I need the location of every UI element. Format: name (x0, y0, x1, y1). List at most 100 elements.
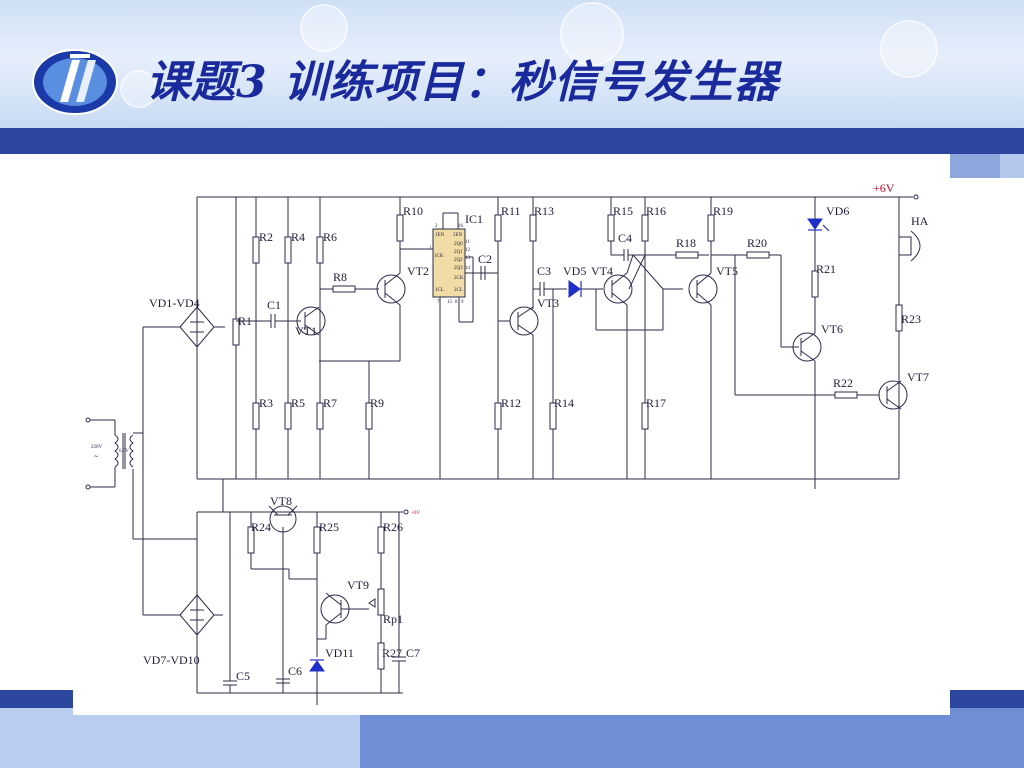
resistor-r27 (377, 642, 385, 670)
header-decor-circle (560, 2, 624, 66)
ic-pin: 16 (458, 224, 464, 229)
label-vd11: VD11 (325, 646, 354, 660)
transistor-vt6 (792, 332, 822, 362)
label-r20: R20 (747, 236, 767, 250)
transistor-vt7 (878, 380, 908, 410)
ic-pin: 1 (429, 246, 432, 251)
label-r15: R15 (613, 204, 633, 218)
vt4-emitter (611, 292, 628, 306)
ic-pin: 1EN (435, 233, 445, 238)
resistor-r23 (895, 304, 903, 332)
schematic-panel: +6V R1 R2 R3 C1 R4 R5 VT1 R6 R7 R8 VT2 R… (73, 157, 950, 715)
transistor-vt5 (688, 274, 718, 304)
label-r21: R21 (816, 262, 836, 276)
ic-pin: 2Q2 (454, 258, 463, 263)
label-ha: HA (911, 214, 929, 228)
diode-vd5 (568, 280, 581, 298)
vt4-collector (611, 272, 628, 286)
label-vt3: VT3 (537, 296, 559, 310)
label-r2: R2 (259, 230, 273, 244)
ic-pin: 13 (465, 256, 471, 261)
label-c2: C2 (478, 252, 492, 266)
label-ac-in: 220V (91, 445, 103, 450)
buzzer-horn (910, 230, 921, 262)
label-r23: R23 (901, 312, 921, 326)
transistor-vt3 (509, 306, 539, 336)
ic-pin: 1CK (434, 254, 444, 259)
ic-pin: 12 (465, 248, 471, 253)
ic-pin: 2EN (453, 233, 463, 238)
transformer-primary (114, 434, 119, 468)
resistor-r4 (284, 236, 292, 264)
label-vd6: VD6 (826, 204, 849, 218)
header-band-tab-light (1000, 154, 1024, 178)
ic-pin: 15 (447, 300, 453, 305)
ic-pin: 2Q0 (454, 242, 463, 247)
ic-pin: 2CK (454, 276, 464, 281)
label-r3: R3 (259, 396, 273, 410)
transistor-vt2 (376, 274, 406, 304)
label-r8: R8 (333, 270, 347, 284)
resistor-r24 (247, 526, 255, 554)
label-vt5: VT5 (716, 264, 738, 278)
label-vt6: VT6 (821, 322, 843, 336)
label-ac-sym: ~ (94, 452, 99, 461)
resistor-r10 (396, 214, 404, 242)
ic-pin: 2Q3 (454, 266, 463, 271)
label-r11: R11 (501, 204, 521, 218)
diode-vd6 (807, 218, 823, 230)
resistor-r6 (316, 236, 324, 264)
logo-icon (32, 49, 118, 115)
vt9-emitter (325, 612, 342, 626)
label-ac-out: 6.5V (119, 449, 129, 454)
supply-terminal (913, 194, 919, 200)
label-c3: C3 (537, 264, 551, 278)
circuit-schematic: +6V R1 R2 R3 C1 R4 R5 VT1 R6 R7 R8 VT2 R… (85, 181, 929, 705)
resistor-r16 (641, 214, 649, 242)
header-decor-circle (120, 70, 158, 108)
resistor-r13 (529, 214, 537, 242)
vt3-collector (517, 306, 534, 318)
label-r17: R17 (646, 396, 666, 410)
label-c7: C7 (406, 646, 420, 660)
ic-pin: 2Q1 (454, 250, 463, 255)
header-band (0, 128, 1024, 154)
vt2-collector (384, 272, 401, 286)
label-vt8: VT8 (270, 494, 292, 508)
label-r10: R10 (403, 204, 423, 218)
label-vd5: VD5 (563, 264, 586, 278)
label-vt2: VT2 (407, 264, 429, 278)
ic-pin: 8 (455, 300, 458, 305)
vt7-collector (886, 380, 902, 392)
label-c4: C4 (618, 231, 632, 245)
vt9-collector (325, 592, 342, 606)
vt8-emitter (268, 505, 279, 516)
vt2-emitter (384, 292, 401, 306)
vt6-collector (800, 332, 816, 344)
resistor-r25 (313, 526, 321, 554)
slide-header: 课题3 训练项目：秒信号发生器 (0, 0, 1024, 128)
resistor-r14 (549, 402, 557, 430)
cross-coupling (626, 254, 634, 274)
label-r19: R19 (713, 204, 733, 218)
label-r22: R22 (833, 376, 853, 390)
ac-terminal (85, 417, 91, 423)
ic-pin: 7 (437, 300, 440, 305)
label-vd1-vd4: VD1-VD4 (149, 296, 200, 310)
resistor-r1 (232, 318, 240, 346)
buzzer-body (898, 236, 912, 256)
vt7-emitter (886, 398, 902, 410)
diode-vd11 (309, 660, 325, 672)
ac-terminal (85, 484, 91, 490)
label-vd7-vd10: VD7-VD10 (143, 653, 200, 667)
label-r14: R14 (554, 396, 574, 410)
header-decor-circle (300, 4, 348, 52)
ic-pin: 2CL (454, 288, 463, 293)
led-emission-icon (822, 224, 830, 232)
resistor-r12 (494, 402, 502, 430)
resistor-r8 (332, 285, 356, 293)
label-r26: R26 (383, 520, 403, 534)
resistor-r20 (746, 251, 770, 259)
vt5-collector (696, 272, 712, 286)
resistor-r11 (494, 214, 502, 242)
